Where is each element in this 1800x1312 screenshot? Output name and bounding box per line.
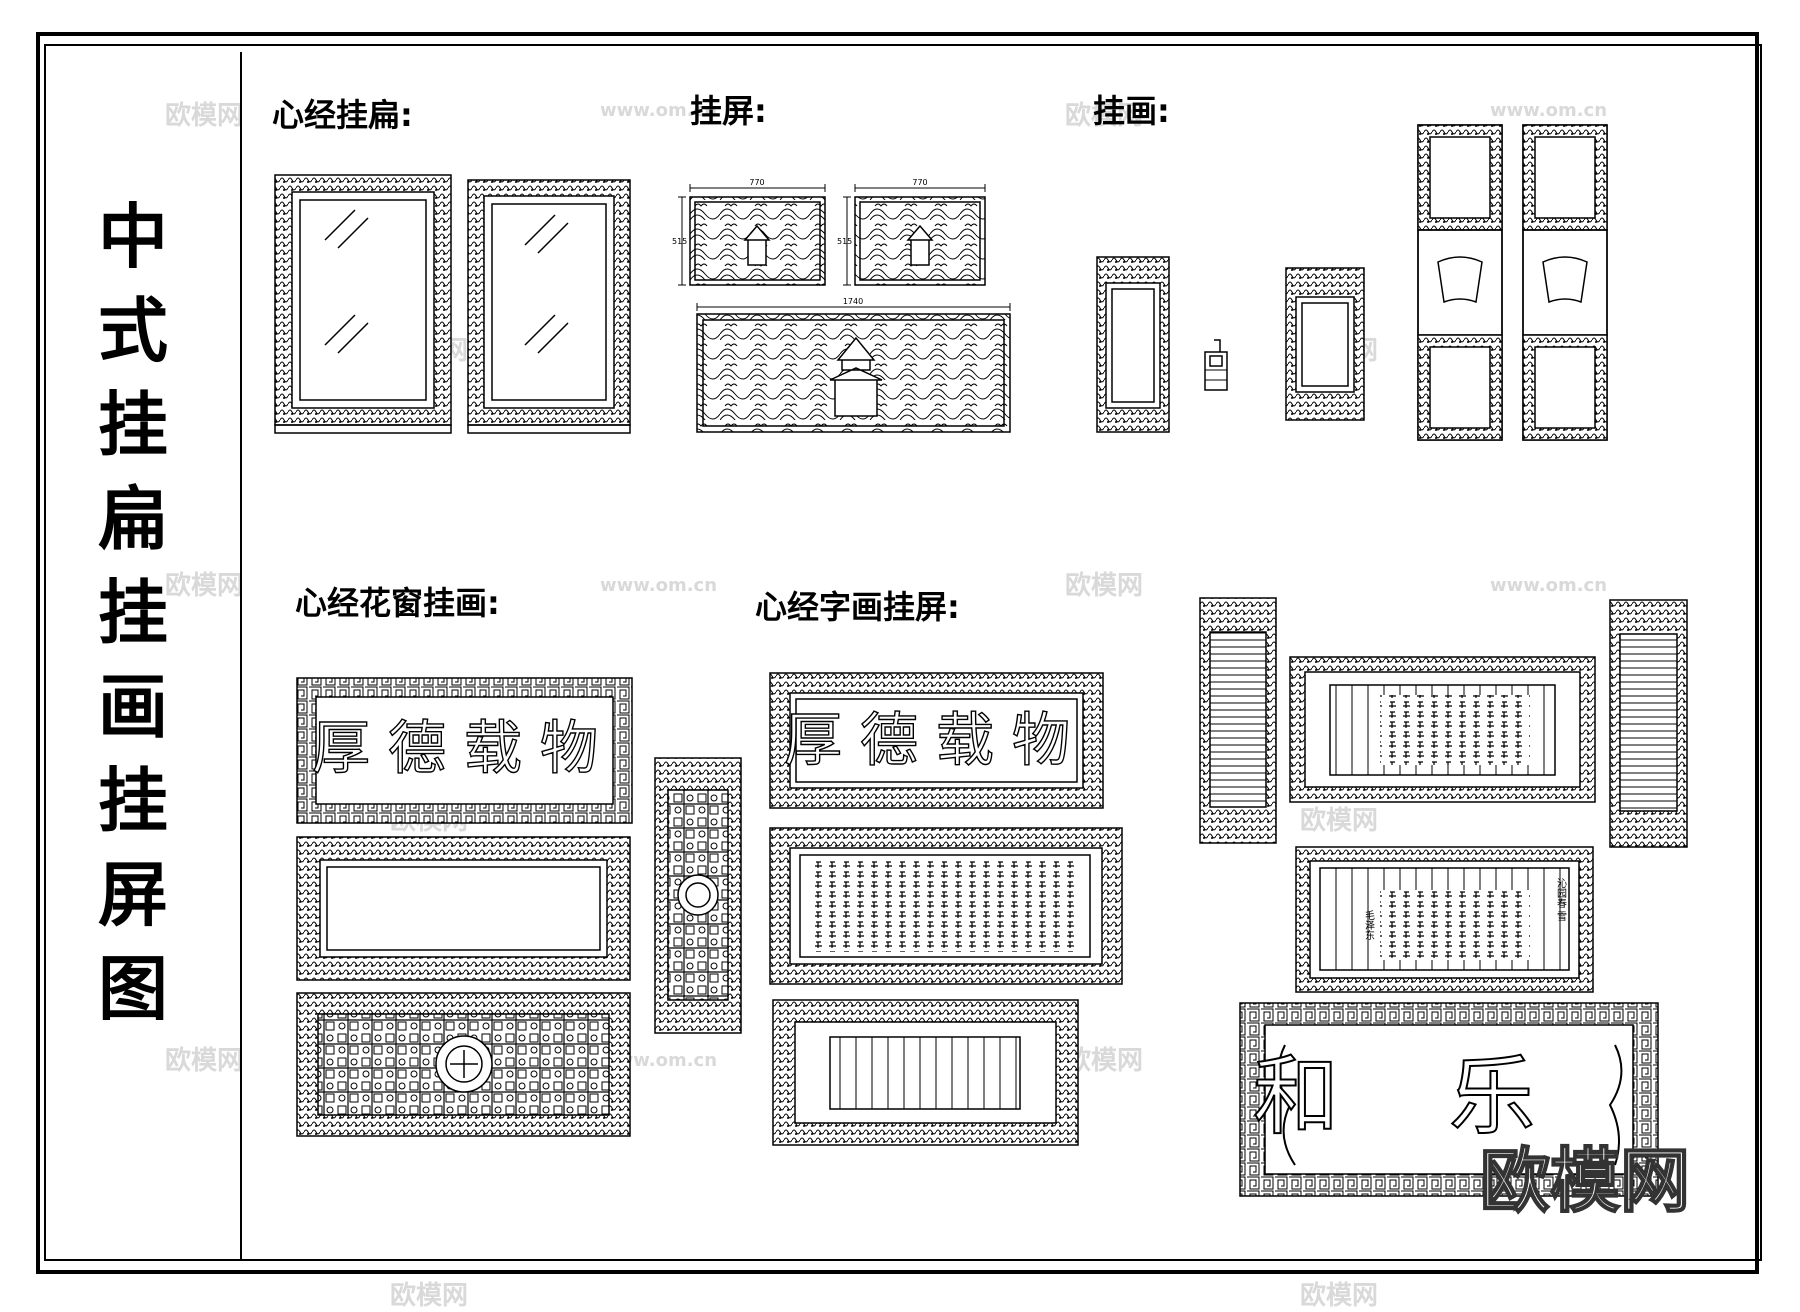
watermark: 欧模网 — [1065, 101, 1144, 131]
watermark: www.om.cn — [1490, 100, 1608, 121]
painting-profile — [1204, 339, 1228, 391]
drawing-border-outer — [36, 32, 1759, 1274]
label-hanging-painting: 挂画: — [1093, 92, 1170, 130]
calligraphy-wide-panel — [1289, 656, 1596, 803]
plaque-frame-left — [274, 174, 452, 434]
dimension-text: 515 — [837, 237, 852, 246]
label-hanging-screen: 挂屏: — [690, 92, 767, 130]
watermark: www.om.cn — [600, 575, 718, 596]
drawing-border-inner — [44, 44, 1762, 1261]
label-calligraphy-screen: 心经字画挂屏: — [755, 588, 960, 626]
poem-author: 毛泽东 — [1363, 910, 1375, 940]
plaque-inscription: 和乐 — [1253, 1047, 1645, 1147]
watermark: 欧模网 — [390, 1281, 469, 1311]
screen-panel-a — [678, 184, 826, 286]
watermark: 欧模网 — [1300, 1281, 1379, 1311]
watermark: 欧模网 — [1065, 571, 1144, 601]
watermark: 欧模网 — [165, 101, 244, 131]
dimension-text: 770 — [749, 178, 764, 187]
poem-title: 沁园春 雪 — [1555, 878, 1567, 922]
flower-window-lattice — [296, 992, 631, 1137]
brand-logo: 欧模网 — [1479, 1139, 1691, 1223]
screen-panel-long — [696, 303, 1011, 433]
painting-triptych-a — [1417, 124, 1503, 441]
plaque-inscription: 厚德载物 — [312, 714, 616, 782]
page-title: 中式挂扁挂画挂屏图 — [98, 196, 168, 1030]
plaque-inscription: 厚德载物 — [784, 706, 1088, 774]
painting-small — [1285, 267, 1365, 421]
label-heart-sutra-plaque: 心经挂扁: — [272, 96, 413, 134]
flower-window-tall — [654, 757, 742, 1034]
watermark: 欧模网 — [165, 1046, 244, 1076]
flower-window-blank — [296, 836, 631, 981]
calligraphy-hele-plaque — [1239, 1002, 1659, 1197]
plaque-frame-right — [467, 179, 631, 434]
flower-window-houde — [296, 677, 633, 824]
painting-triptych-b — [1522, 124, 1608, 441]
dimension-text: 770 — [912, 178, 927, 187]
watermark: 欧模网 — [165, 571, 244, 601]
calligraphy-poem-panel — [769, 827, 1123, 985]
calligraphy-side-scroll-right — [1609, 599, 1688, 848]
calligraphy-qinyuanchun-panel — [1295, 846, 1594, 993]
calligraphy-houde — [769, 672, 1104, 809]
watermark: www.om.cn — [1490, 575, 1608, 596]
calligraphy-side-scroll-left — [1199, 597, 1277, 844]
dimension-text: 1740 — [843, 297, 863, 306]
label-flower-window: 心经花窗挂画: — [295, 584, 500, 622]
watermark: www.om.cn — [600, 100, 718, 121]
watermark: 欧模网 — [1300, 806, 1379, 836]
screen-panel-b — [843, 184, 986, 286]
painting-narrow — [1096, 256, 1170, 433]
calligraphy-long-panel — [772, 999, 1079, 1146]
dimension-text: 515 — [672, 237, 687, 246]
title-column — [44, 52, 242, 1261]
